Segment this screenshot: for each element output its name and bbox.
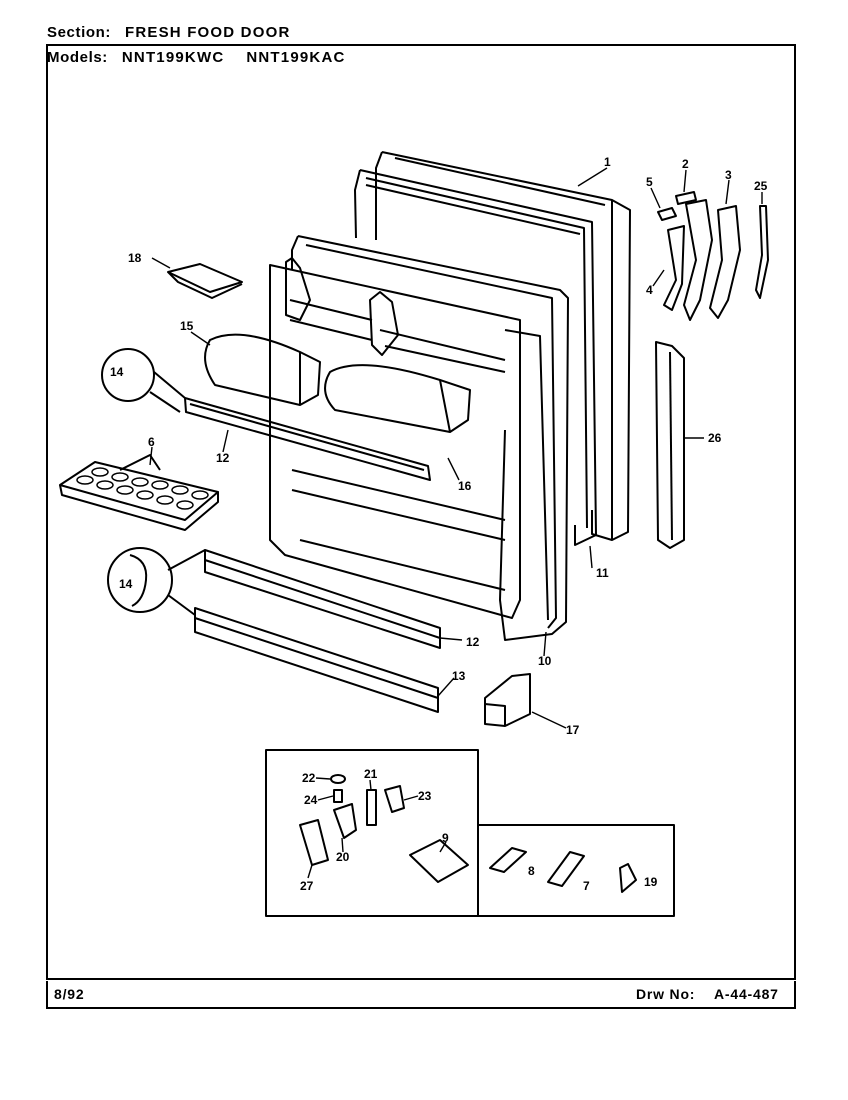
handle-parts-drawing [657,191,769,321]
callout-27: 27 [300,879,314,893]
leader-lines [149,167,763,879]
models-label: Models: [47,49,108,66]
drawing-number: A-44-487 [714,986,779,1002]
egg-tray-drawing [59,454,219,531]
section-line: Section: FRESH FOOD DOOR [47,24,291,41]
callout-18: 18 [128,251,142,265]
footer-bar: 8/92 Drw No: A-44-487 [46,981,796,1009]
upper-shelf-rail-drawing [184,397,431,481]
callout-21: 21 [364,767,378,781]
drawing-label: Drw No: [636,986,696,1002]
callout-6: 6 [148,435,155,449]
callout-12-lower: 12 [466,635,480,649]
callout-24: 24 [304,793,318,807]
callout-4: 4 [646,283,653,297]
callout-3: 3 [725,168,732,182]
callout-22: 22 [302,771,316,785]
dairy-compartment-drawing [167,263,243,299]
callout-26: 26 [708,431,722,445]
section-value: FRESH FOOD DOOR [124,24,291,41]
callout-2: 2 [682,157,689,171]
outer-door-panel-drawing [375,151,631,541]
callout-labels: 1 2 3 4 5 6 7 8 9 10 11 12 12 13 14 14 1… [110,155,768,893]
bracket-drawing [484,673,531,727]
side-trim-drawing [655,341,685,549]
callout-7: 7 [583,879,590,893]
inner-door-liner-drawing [269,235,569,641]
callout-5: 5 [646,175,653,189]
section-label: Section: [47,24,111,41]
date-code: 8/92 [54,986,85,1002]
callout-16: 16 [458,479,472,493]
callout-8: 8 [528,864,535,878]
callout-25: 25 [754,179,768,193]
callout-15: 15 [180,319,194,333]
rail-end-cap-insets [101,348,206,616]
callout-9: 9 [442,831,449,845]
callout-14-lower: 14 [119,577,133,591]
callout-14-upper: 14 [110,365,124,379]
callout-19: 19 [644,875,658,889]
hardware-box-drawing [265,749,675,917]
model-1: NNT199KWC [121,49,225,66]
callout-23: 23 [418,789,432,803]
callout-13: 13 [452,669,466,683]
door-gasket-drawing [354,169,597,546]
callout-1: 1 [604,155,611,169]
callout-10: 10 [538,654,552,668]
callout-11: 11 [596,566,609,580]
lower-shelf-rails-drawing [194,549,441,713]
callout-20: 20 [336,850,350,864]
diagram-frame [46,44,796,980]
callout-17: 17 [566,723,580,737]
bin-covers-drawing [204,333,471,433]
model-2: NNT199KAC [246,49,346,66]
callout-12-upper: 12 [216,451,230,465]
models-line: Models: NNT199KWC NNT199KAC [47,49,346,66]
